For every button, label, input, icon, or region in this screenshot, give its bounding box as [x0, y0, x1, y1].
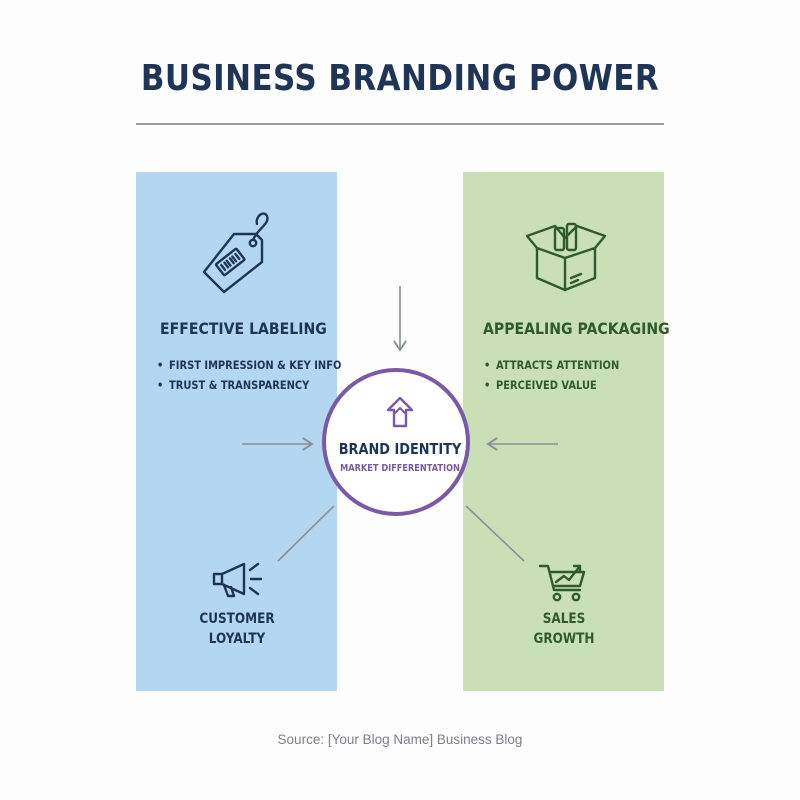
lower-left-connector	[277, 505, 335, 562]
up-arrow-icon	[386, 396, 414, 428]
list-item: PERCEIVED VALUE	[484, 375, 619, 395]
lower-right-connector	[465, 505, 525, 562]
brand-identity-circle	[322, 368, 470, 516]
source-caption: Source: [Your Blog Name] Business Blog	[277, 732, 523, 747]
megaphone-icon	[212, 562, 263, 598]
right-panel-heading: APPEALING PACKAGING	[483, 319, 670, 338]
left-panel-heading: EFFECTIVE LABELING	[160, 319, 327, 338]
left-panel	[136, 172, 337, 691]
open-box-icon	[525, 222, 607, 292]
list-item: FIRST IMPRESSION & KEY INFO	[157, 355, 341, 375]
cart-growth-icon	[538, 564, 586, 602]
title-divider	[136, 123, 664, 125]
center-title: BRAND IDENTITY	[338, 440, 462, 458]
price-tag-icon	[202, 212, 269, 294]
center-subtitle: MARKET DIFFERENTATION	[340, 463, 460, 474]
list-item: TRUST & TRANSPARENCY	[157, 375, 341, 395]
sales-growth-label: SALES GROWTH	[533, 611, 595, 647]
left-panel-bullets: FIRST IMPRESSION & KEY INFO TRUST & TRAN…	[157, 355, 341, 395]
right-panel-bullets: ATTRACTS ATTENTION PERCEIVED VALUE	[484, 355, 619, 395]
customer-loyalty-label: CUSTOMER LOYALTY	[199, 611, 275, 647]
page-title: BUSINESS BRANDING POWER	[140, 58, 660, 99]
list-item: ATTRACTS ATTENTION	[484, 355, 619, 375]
